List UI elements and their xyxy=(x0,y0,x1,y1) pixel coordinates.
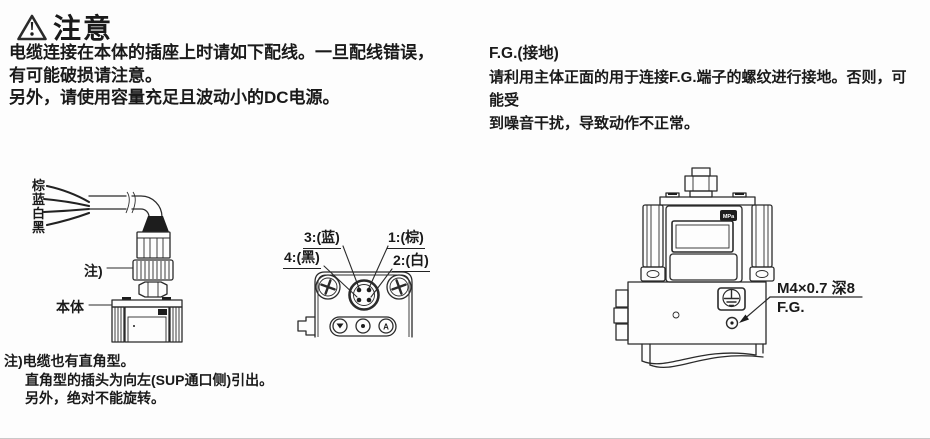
notice-line: 另外，请使用容量充足且波动小的DC电源。 xyxy=(9,88,340,107)
thread-spec-label: M4×0.7 深8 xyxy=(777,280,855,297)
pin-label-2: 2:(白) xyxy=(392,250,430,272)
cable-connection-diagram xyxy=(15,178,200,348)
notice-line: 有可能破损请注意。 xyxy=(9,65,162,85)
grounding-line: 请利用主体正面的用于连接F.G.端子的螺纹进行接地。否则，可能受 xyxy=(489,69,907,109)
notice-heading: 注意 xyxy=(16,7,113,47)
ground-symbol-icon xyxy=(717,287,746,311)
down-button-icon xyxy=(332,318,348,334)
fg-screw xyxy=(725,316,739,330)
svg-text:A: A xyxy=(383,323,389,332)
fg-device-diagram: MPa xyxy=(600,160,930,372)
caution-triangle-icon xyxy=(16,13,48,42)
fg-terminal-label: F.G. xyxy=(777,299,805,316)
grounding-title: F.G.(接地) xyxy=(489,45,559,62)
wire-color-label: 白 xyxy=(31,206,45,221)
pinout-diagram: A xyxy=(280,222,445,357)
wire-color-label: 蓝 xyxy=(31,192,45,207)
mpa-badge: MPa xyxy=(720,210,737,221)
pin-label-4: 4:(黑) xyxy=(283,247,321,269)
pin-label-1: 1:(棕) xyxy=(387,227,425,249)
a-button-icon: A xyxy=(378,318,394,334)
note-ref-label: 注) xyxy=(84,263,103,279)
notice-title: 注意 xyxy=(53,13,114,44)
footnote-line: 注)电缆也有直角型。 xyxy=(4,353,135,369)
wire-color-label: 黑 xyxy=(31,220,45,235)
footnote-line: 直角型的插头为向左(SUP通口侧)引出。 xyxy=(25,371,274,388)
body-label: 本体 xyxy=(56,299,84,315)
footnote-line: 另外，绝对不能旋转。 xyxy=(25,390,165,406)
connector-socket xyxy=(348,279,380,311)
screw-icon xyxy=(386,274,412,300)
footnote: 注)电缆也有直角型。 直角型的插头为向左(SUP通口侧)引出。 另外，绝对不能旋… xyxy=(4,352,273,408)
grounding-line: 到噪音干扰，导致动作不正常。 xyxy=(489,115,700,132)
screw-icon xyxy=(315,274,341,300)
pin-label-3: 3:(蓝) xyxy=(303,227,341,249)
notice-line: 电缆连接在本体的插座上时请如下配线。一旦配线错误， xyxy=(9,43,434,62)
notice-paragraph: 电缆连接在本体的插座上时请如下配线。一旦配线错误， 有可能破损请注意。 另外，请… xyxy=(9,42,469,110)
wire-color-labels: 棕 蓝 白 黑 xyxy=(31,179,46,235)
set-button-icon xyxy=(355,318,371,334)
svg-text:MPa: MPa xyxy=(723,214,735,220)
wire-color-label: 棕 xyxy=(31,178,45,193)
grounding-paragraph: 请利用主体正面的用于连接F.G.端子的螺纹进行接地。否则，可能受 到噪音干扰，导… xyxy=(489,66,919,135)
